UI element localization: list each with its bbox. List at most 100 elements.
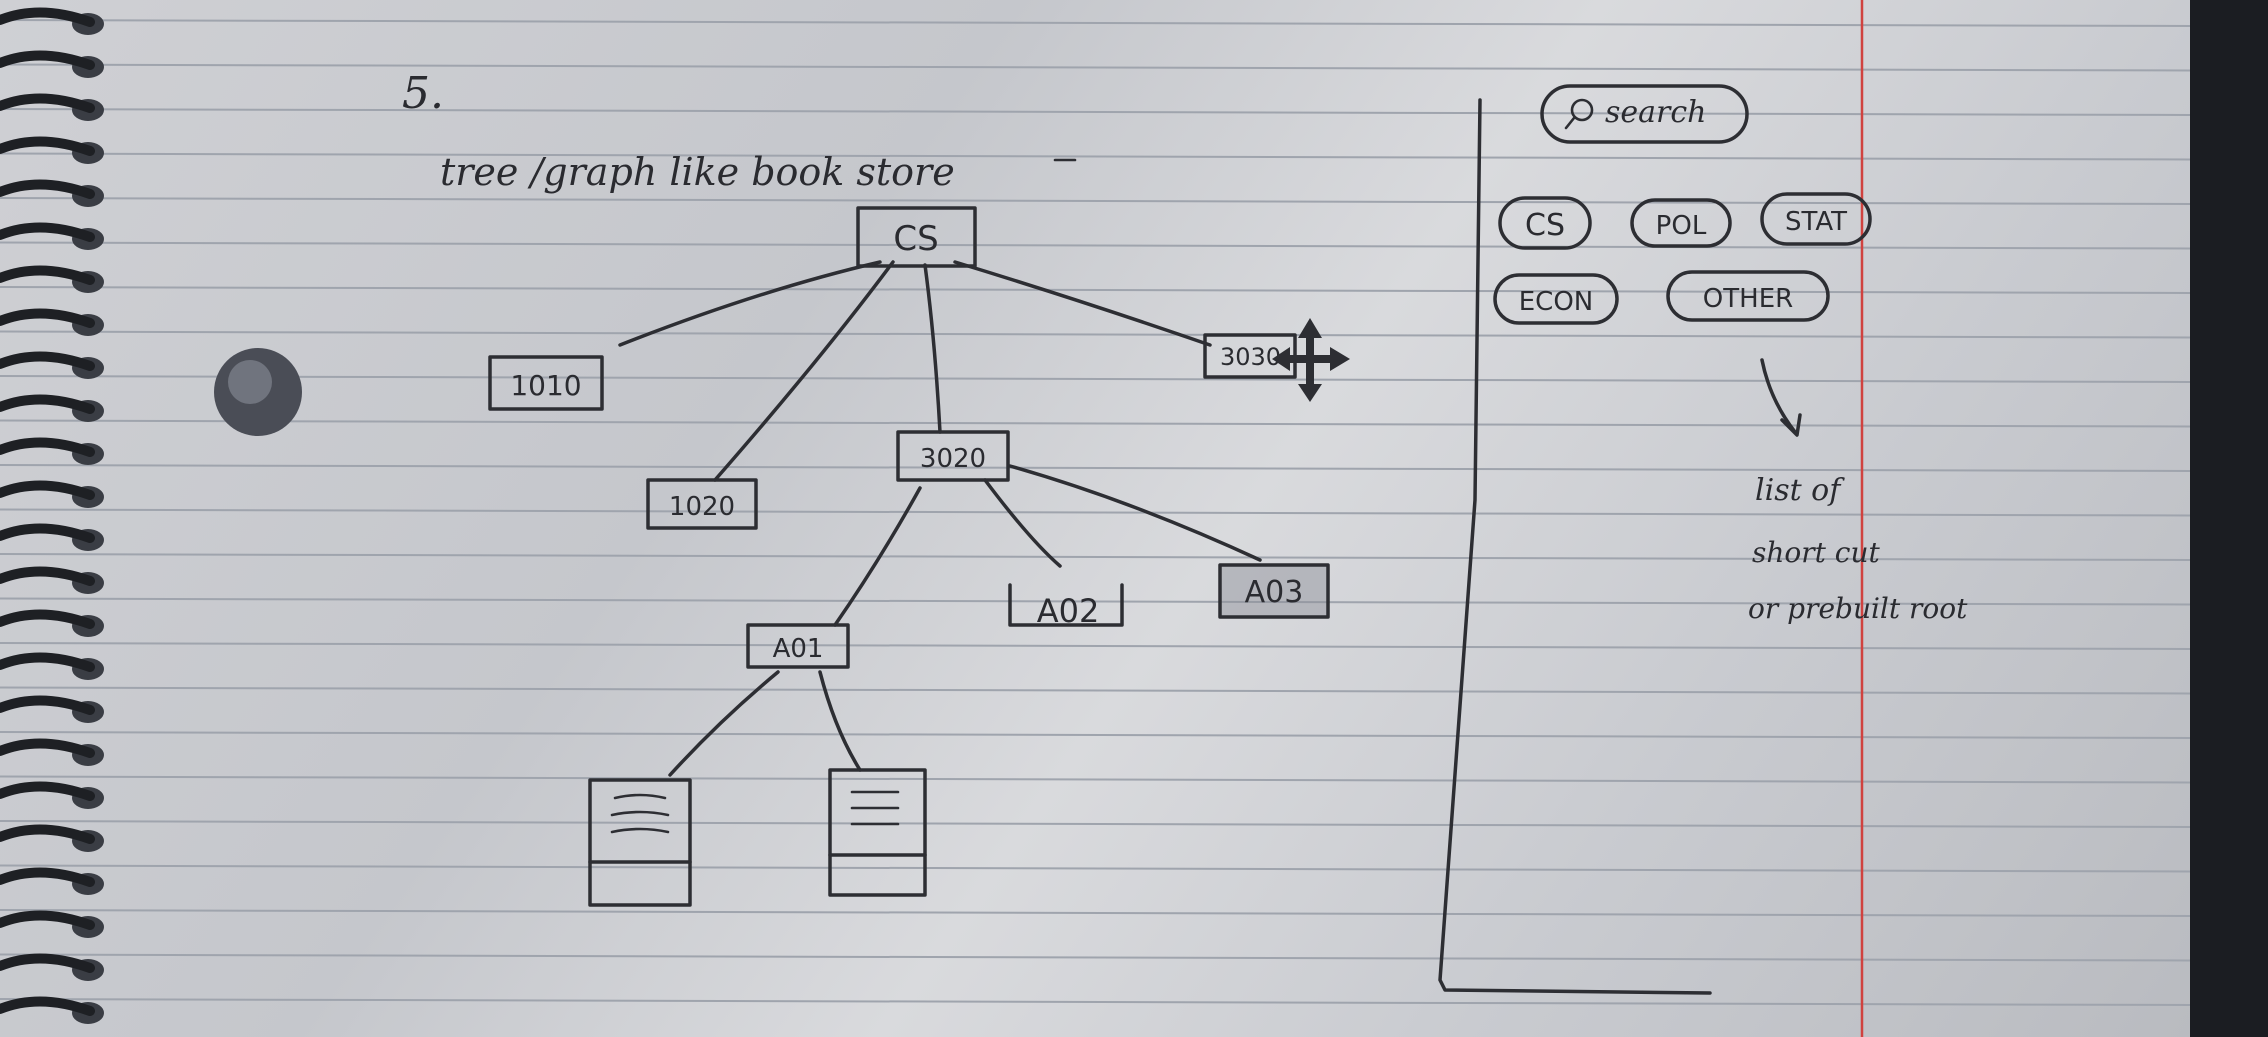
screen-divider [1438, 98, 1712, 995]
tree-node-a02[interactable]: A02 [1008, 583, 1124, 630]
spiral-ring [0, 781, 104, 809]
node-box [856, 206, 977, 268]
spiral-ring [0, 351, 104, 379]
node-box [1218, 563, 1330, 619]
tree-node-a01[interactable]: A01 [746, 623, 850, 669]
spiral-ring [0, 50, 104, 78]
edge-a01-book1 [668, 670, 780, 777]
tree-node-3020[interactable]: 3020 [896, 430, 1010, 482]
chip-label: ECON [1519, 287, 1594, 317]
rule-line [0, 553, 2191, 561]
category-chip-pol[interactable]: POL [1630, 198, 1732, 248]
rule-line [0, 197, 2191, 205]
tree-edges [618, 260, 1262, 777]
search-pill [1540, 84, 1749, 144]
spiral-ring [0, 824, 104, 852]
category-chip-stat[interactable]: STAT [1760, 192, 1872, 246]
rule-line [0, 464, 2191, 472]
rule-line [0, 152, 2191, 161]
spiral-ring [0, 480, 104, 508]
rule-line [0, 909, 2191, 917]
node-box [896, 430, 1010, 482]
rule-line [0, 642, 2191, 650]
category-chip-econ[interactable]: ECON [1493, 273, 1619, 325]
category-chip-other[interactable]: OTHER [1666, 270, 1830, 322]
tree-node-1020[interactable]: 1020 [646, 478, 758, 530]
edge-cs-1020 [713, 260, 895, 482]
chip-label: POL [1656, 211, 1707, 241]
spiral-ring [0, 996, 104, 1024]
rule-line [0, 597, 2191, 606]
rule-line [0, 508, 2191, 517]
edge-cs-3030 [953, 260, 1212, 347]
search-label: search [1605, 95, 1707, 130]
node-label: CS [893, 219, 938, 259]
node-label: A02 [1037, 592, 1100, 630]
rule-line [0, 998, 2191, 1006]
ruled-lines [0, 19, 2191, 1006]
spiral-ring [0, 695, 104, 723]
tree-node-a03[interactable]: A03 [1218, 563, 1330, 619]
spiral-ring [0, 738, 104, 766]
edge-a01-book2 [818, 670, 862, 772]
rule-line [0, 241, 2191, 250]
notebook-page [0, 0, 2190, 1037]
tree-node-1010[interactable]: 1010 [488, 355, 604, 411]
spiral-ring [0, 523, 104, 551]
tree-node-3030[interactable]: 3030 [1203, 333, 1297, 379]
move-cursor-icon[interactable] [1272, 318, 1350, 402]
spiral-ring [0, 566, 104, 594]
node-box [646, 478, 758, 530]
rule-line [0, 864, 2191, 873]
node-label: 1020 [669, 492, 735, 522]
heading: tree /graph like book store [440, 150, 955, 194]
punch-hole-shine [228, 360, 272, 404]
rule-line [0, 820, 2191, 828]
chip-label: STAT [1785, 207, 1847, 237]
book-icon[interactable] [828, 768, 927, 897]
category-chip-cs[interactable]: CS [1498, 196, 1592, 250]
spiral-ring [0, 652, 104, 680]
rule-line [0, 375, 2191, 383]
node-highlight [1220, 565, 1328, 617]
note-line-2: short cut [1752, 536, 1881, 569]
spiral-ring [0, 394, 104, 422]
node-label: A01 [773, 634, 824, 664]
rule-line [0, 731, 2191, 739]
spiral-ring [0, 93, 104, 121]
node-box [488, 355, 604, 411]
rule-line [0, 108, 2191, 116]
spiral-binding [0, 7, 104, 1024]
spiral-ring [0, 437, 104, 465]
edge-3020-a01 [833, 486, 922, 627]
rule-line [0, 19, 2191, 27]
search-bar[interactable]: search [1540, 84, 1749, 144]
rule-line [0, 63, 2191, 72]
node-box [1008, 583, 1124, 627]
rule-line [0, 775, 2191, 784]
rule-line [0, 419, 2191, 428]
spiral-ring [0, 910, 104, 938]
note-line-1: list of [1755, 473, 1845, 508]
node-label: 1010 [510, 369, 581, 402]
chip-label: OTHER [1703, 284, 1793, 314]
edge-3020-a02 [983, 478, 1062, 568]
node-label: A03 [1245, 575, 1304, 610]
edge-cs-3020 [923, 263, 942, 434]
spiral-ring [0, 179, 104, 207]
book-icon[interactable] [588, 778, 692, 907]
edge-3020-a03 [1008, 464, 1262, 562]
spiral-ring [0, 222, 104, 250]
spiral-ring [0, 265, 104, 293]
rule-line [0, 686, 2191, 695]
tree-node-root[interactable]: CS [856, 206, 977, 268]
edge-cs-1010 [618, 260, 882, 347]
rule-line [0, 330, 2191, 339]
spiral-ring [0, 308, 104, 336]
spiral-ring [0, 136, 104, 164]
search-icon [1564, 98, 1594, 130]
page-number: 5. [402, 68, 444, 119]
spiral-ring [0, 953, 104, 981]
spiral-ring [0, 867, 104, 895]
